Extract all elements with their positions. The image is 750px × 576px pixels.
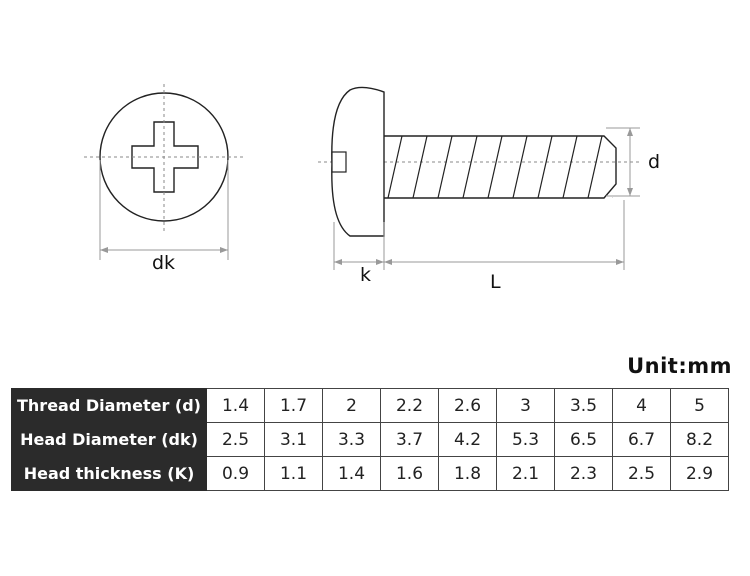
- thread-flank: [512, 136, 528, 198]
- table-cell: 8.2: [670, 422, 729, 457]
- thread-flank: [487, 136, 503, 198]
- table-cell: 5: [670, 388, 729, 423]
- table-cell: 6.7: [612, 422, 671, 457]
- thread-flank: [387, 136, 403, 198]
- table-cell: 0.9: [206, 456, 265, 491]
- table-cell: 2.2: [380, 388, 439, 423]
- thread-flank: [587, 136, 603, 198]
- table-cell: 4: [612, 388, 671, 423]
- thread-root: [473, 197, 488, 198]
- dim-label-L: L: [490, 271, 501, 293]
- thread-root: [423, 197, 438, 198]
- thread-flank: [462, 136, 478, 198]
- table-cell: 1.8: [438, 456, 497, 491]
- table-cell: 3.7: [380, 422, 439, 457]
- thread-root: [573, 197, 588, 198]
- table-cell: 3: [496, 388, 555, 423]
- thread-flank: [562, 136, 578, 198]
- table-cell: 1.4: [322, 456, 381, 491]
- thread-crest: [602, 136, 603, 137]
- unit-label: Unit:mm: [627, 354, 732, 378]
- table-cell: 1.7: [264, 388, 323, 423]
- row-header: Head Diameter (dk): [11, 422, 207, 457]
- dim-label-d: d: [648, 151, 660, 173]
- screw-side-view: [318, 86, 640, 270]
- table-cell: 6.5: [554, 422, 613, 457]
- table-cell: 2.1: [496, 456, 555, 491]
- thread-crest: [477, 136, 495, 137]
- thread-crest: [452, 136, 470, 137]
- screw-head: [331, 86, 385, 237]
- thread-root: [398, 197, 413, 198]
- thread-root: [548, 197, 563, 198]
- dim-label-dk: dk: [152, 252, 175, 274]
- thread-flank: [412, 136, 428, 198]
- row-header: Head thickness (K): [11, 456, 207, 491]
- screw-drawing: dk d k L: [84, 84, 660, 293]
- table-cell: 3.1: [264, 422, 323, 457]
- table-cell: 1.4: [206, 388, 265, 423]
- table-cell: 3.5: [554, 388, 613, 423]
- thread-root: [448, 197, 463, 198]
- table-cell: 2.9: [670, 456, 729, 491]
- thread-root: [523, 197, 538, 198]
- table-cell: 1.1: [264, 456, 323, 491]
- thread-crest: [577, 136, 595, 137]
- thread-flank: [437, 136, 453, 198]
- thread-flank: [537, 136, 553, 198]
- dim-label-k: k: [360, 264, 371, 286]
- table-cell: 1.6: [380, 456, 439, 491]
- table-cell: 3.3: [322, 422, 381, 457]
- table-cell: 2.5: [612, 456, 671, 491]
- thread-crest: [527, 136, 545, 137]
- thread-crest: [552, 136, 570, 137]
- table-cell: 2.5: [206, 422, 265, 457]
- thread-root: [498, 197, 513, 198]
- table-cell: 2.3: [554, 456, 613, 491]
- row-header: Thread Diameter (d): [11, 388, 207, 423]
- thread-root: [598, 197, 613, 198]
- table-cell: 4.2: [438, 422, 497, 457]
- thread-crest: [402, 136, 420, 137]
- thread-crest: [502, 136, 520, 137]
- table-cell: 2.6: [438, 388, 497, 423]
- head-slot: [331, 151, 347, 173]
- head-top-view: [84, 84, 244, 260]
- table-cell: 5.3: [496, 422, 555, 457]
- table-cell: 2: [322, 388, 381, 423]
- thread-crest: [427, 136, 445, 137]
